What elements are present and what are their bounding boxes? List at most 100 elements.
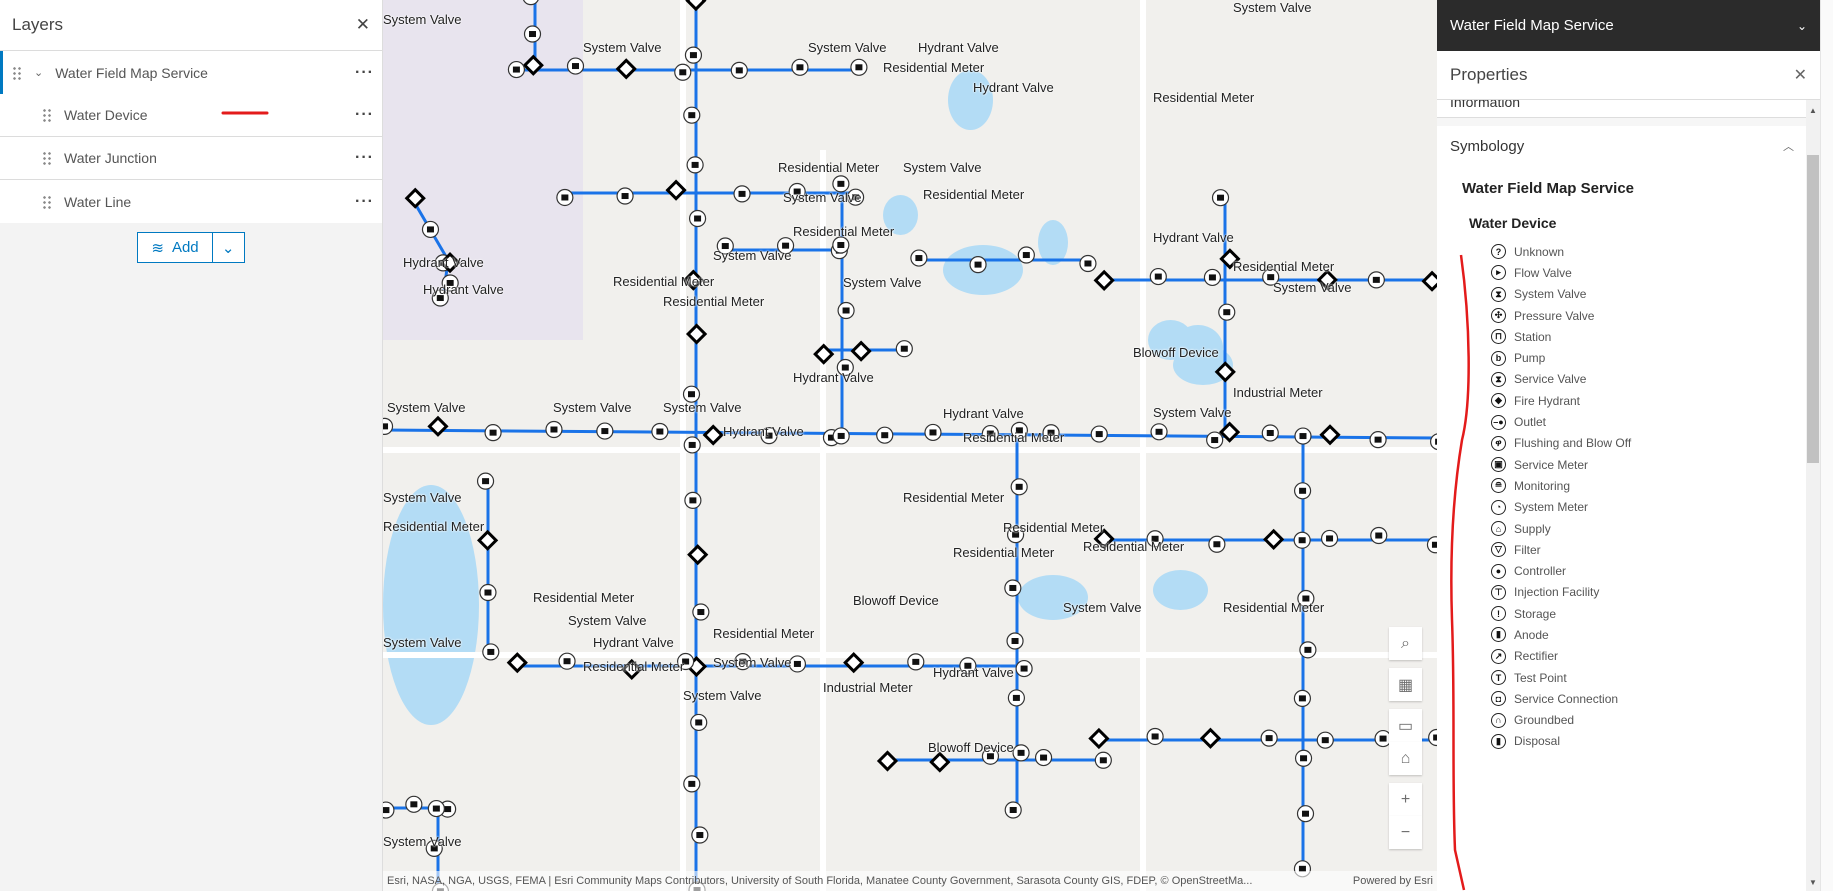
drag-handle-icon[interactable] xyxy=(12,65,22,80)
map-feature-label[interactable]: Residential Meter xyxy=(793,224,895,239)
home-button[interactable]: ⌂ xyxy=(1389,742,1422,775)
drag-handle-icon[interactable] xyxy=(42,194,52,209)
map-feature-label[interactable]: Residential Meter xyxy=(903,490,1005,505)
map-feature-label[interactable]: Residential Meter xyxy=(963,430,1065,445)
layer-selector[interactable]: Water Field Map Service ⌄ xyxy=(1437,0,1820,51)
map-feature-label[interactable]: Blowoff Device xyxy=(1133,345,1219,360)
powered-by-link[interactable]: Powered by Esri xyxy=(1352,875,1433,887)
drag-handle-icon[interactable] xyxy=(42,108,52,122)
zoom-in-button[interactable]: + xyxy=(1389,783,1422,816)
map-feature-label[interactable]: System Valve xyxy=(808,40,887,55)
fire-hydrant-symbol xyxy=(685,0,707,12)
map-feature-label[interactable]: Hydrant Valve xyxy=(723,424,804,439)
map-feature-label[interactable]: Blowoff Device xyxy=(928,740,1014,755)
add-layer-button[interactable]: ≋Add xyxy=(138,233,213,262)
fire-hydrant-symbol xyxy=(813,343,835,365)
map-feature-label[interactable]: Industrial Meter xyxy=(1233,385,1323,400)
map-feature-label[interactable]: System Valve xyxy=(713,655,792,670)
symbology-section-header[interactable]: Symbology ︿ xyxy=(1437,126,1820,166)
map-feature-label[interactable]: Hydrant Valve xyxy=(1153,230,1234,245)
map-feature-label[interactable]: System Valve xyxy=(583,40,662,55)
information-section-header[interactable]: Information xyxy=(1437,100,1820,118)
map-feature-label[interactable]: System Valve xyxy=(383,635,462,650)
map-feature-label[interactable]: Residential Meter xyxy=(533,590,635,605)
map-feature-label[interactable]: Hydrant Valve xyxy=(943,406,1024,421)
zoom-out-button[interactable]: − xyxy=(1389,816,1422,849)
service-meter-glyph xyxy=(446,279,454,286)
map-feature-label[interactable]: Hydrant Valve xyxy=(593,635,674,650)
map-feature-label[interactable]: Residential Meter xyxy=(383,519,485,534)
layer-item-water-junction[interactable]: Water Junction ··· xyxy=(0,137,382,180)
drag-handle-icon[interactable] xyxy=(42,151,52,165)
scrollbar-thumb[interactable] xyxy=(1807,155,1819,463)
service-meter-glyph xyxy=(1300,755,1308,762)
more-options-icon[interactable]: ··· xyxy=(355,63,374,81)
map-feature-label[interactable]: Residential Meter xyxy=(713,626,815,641)
map-feature-label[interactable]: Hydrant Valve xyxy=(933,665,1014,680)
chevron-down-icon[interactable]: ⌄ xyxy=(1796,18,1807,33)
map-feature-label[interactable]: System Valve xyxy=(568,613,647,628)
map-feature-label[interactable]: Residential Meter xyxy=(1223,600,1325,615)
map-feature-label[interactable]: Residential Meter xyxy=(923,187,1025,202)
layer-item-water-device[interactable]: Water Device ··· xyxy=(0,94,382,137)
legend-symbol-icon: ዋ xyxy=(1491,435,1506,451)
map-feature-label[interactable]: Hydrant Valve xyxy=(423,282,504,297)
map-feature-label[interactable]: System Valve xyxy=(843,275,922,290)
scroll-down-icon[interactable]: ▼ xyxy=(1809,878,1817,887)
scroll-up-icon[interactable]: ▲ xyxy=(1809,106,1817,115)
map-feature-label[interactable]: Residential Meter xyxy=(883,60,985,75)
screen-button[interactable]: ▭ xyxy=(1389,709,1422,742)
layer-item-water-field-map-service[interactable]: ⌄ Water Field Map Service ··· xyxy=(0,51,382,94)
add-dropdown-button[interactable]: ⌄ xyxy=(213,239,244,257)
map-feature-label[interactable]: System Valve xyxy=(383,12,462,27)
close-icon[interactable]: ✕ xyxy=(1793,67,1807,84)
map-feature-label[interactable]: Blowoff Device xyxy=(853,593,939,608)
water-body xyxy=(948,70,993,130)
map-feature-label[interactable]: System Valve xyxy=(903,160,982,175)
map-feature-label[interactable]: Residential Meter xyxy=(953,545,1055,560)
basemap-gallery-button[interactable]: ▦ xyxy=(1389,668,1422,701)
service-meter-glyph xyxy=(915,255,923,262)
fire-hydrant-symbol xyxy=(1218,421,1241,443)
service-meter-glyph xyxy=(1022,252,1030,259)
legend-label: Disposal xyxy=(1514,734,1561,749)
scrollbar[interactable]: ▲▼ xyxy=(1806,100,1820,891)
map-canvas[interactable] xyxy=(383,0,1437,891)
map-feature-label[interactable]: System Valve xyxy=(1153,405,1232,420)
search-button[interactable]: ⌕ xyxy=(1389,627,1422,660)
layer-label: Water Device xyxy=(64,107,148,123)
chevron-up-icon[interactable]: ︿ xyxy=(1783,141,1794,153)
map-feature-label[interactable]: Hydrant Valve xyxy=(793,370,874,385)
map-feature-label[interactable]: Residential Meter xyxy=(1153,90,1255,105)
map-feature-label[interactable]: System Valve xyxy=(683,688,762,703)
chevron-down-icon[interactable]: ⌄ xyxy=(34,67,44,79)
map-feature-label[interactable]: Residential Meter xyxy=(1003,520,1105,535)
more-options-icon[interactable]: ··· xyxy=(355,192,374,210)
map-feature-label[interactable]: Residential Meter xyxy=(583,659,685,674)
map-feature-label[interactable]: System Valve xyxy=(1063,600,1142,615)
map-feature-label[interactable]: Residential Meter xyxy=(663,294,765,309)
map-feature-label[interactable]: Residential Meter xyxy=(778,160,880,175)
map-feature-label[interactable]: System Valve xyxy=(387,400,466,415)
map-feature-label[interactable]: Residential Meter xyxy=(1083,539,1185,554)
more-options-icon[interactable]: ··· xyxy=(355,149,374,166)
map-feature-label[interactable]: System Valve xyxy=(553,400,632,415)
map-feature-label[interactable]: System Valve xyxy=(383,834,462,849)
map-feature-label[interactable]: Hydrant Valve xyxy=(918,40,999,55)
map-feature-label[interactable]: System Valve xyxy=(383,490,462,505)
map-feature-label[interactable]: Residential Meter xyxy=(613,274,715,289)
layer-item-water-line[interactable]: Water Line ··· xyxy=(0,180,382,223)
map-feature-label[interactable]: Residential Meter xyxy=(1233,259,1335,274)
close-icon[interactable]: ✕ xyxy=(355,15,370,34)
map-feature-label[interactable]: System Valve xyxy=(713,248,792,263)
map-feature-label[interactable]: System Valve xyxy=(1273,280,1352,295)
more-options-icon[interactable]: ··· xyxy=(355,106,374,123)
map-feature-label[interactable]: System Valve xyxy=(783,190,862,205)
map-feature-label[interactable]: System Valve xyxy=(1233,0,1312,15)
map-feature-label[interactable]: System Valve xyxy=(663,400,742,415)
map-feature-label[interactable]: Hydrant Valve xyxy=(973,80,1054,95)
service-meter-glyph xyxy=(482,478,490,485)
map-feature-label[interactable]: Hydrant Valve xyxy=(403,255,484,270)
map-feature-label[interactable]: Industrial Meter xyxy=(823,680,913,695)
